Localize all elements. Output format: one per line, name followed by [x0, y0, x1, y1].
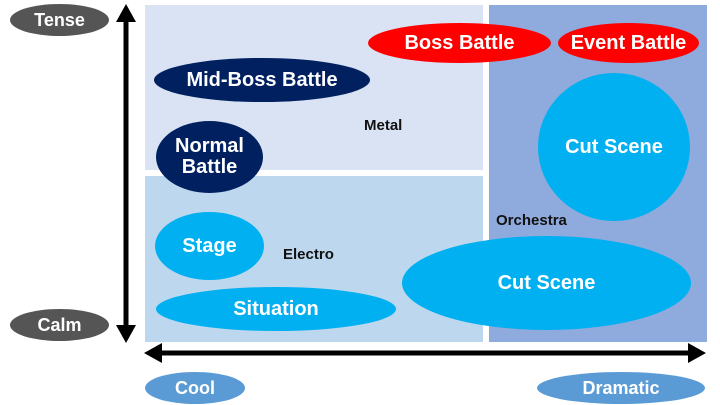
situation-label: Situation — [233, 297, 319, 320]
horizontal-arrow-head-left — [144, 343, 162, 363]
cut-scene-lower-label: Cut Scene — [497, 271, 596, 294]
cut-scene-lower-ellipse: Cut Scene — [402, 236, 691, 330]
event-battle-label: Event Battle — [570, 31, 687, 54]
event-battle-ellipse: Event Battle — [558, 23, 699, 63]
metal-genre-label: Metal — [364, 117, 403, 134]
cut-scene-upper-ellipse: Cut Scene — [538, 73, 690, 221]
orchestra-genre-label: Orchestra — [496, 212, 567, 229]
tense-label: Tense — [10, 4, 109, 36]
vertical-arrow-head-top — [116, 4, 136, 22]
horizontal-arrow-head-right — [688, 343, 706, 363]
calm-label: Calm — [10, 309, 109, 341]
stage-ellipse: Stage — [155, 212, 264, 280]
boss-battle-ellipse: Boss Battle — [368, 23, 551, 63]
electro-genre-label: Electro — [283, 246, 334, 263]
cool-label: Cool — [145, 372, 245, 404]
normal-battle-label-line2: Battle — [181, 156, 238, 178]
normal-battle-label-line1: Normal — [175, 135, 244, 157]
mid-boss-battle-label: Mid-Boss Battle — [186, 68, 338, 91]
mid-boss-battle-ellipse: Mid-Boss Battle — [154, 58, 370, 102]
situation-ellipse: Situation — [156, 287, 396, 331]
boss-battle-label: Boss Battle — [404, 31, 515, 54]
cut-scene-upper-label: Cut Scene — [565, 135, 663, 158]
vertical-arrow-head-bottom — [116, 325, 136, 343]
dramatic-label: Dramatic — [537, 372, 705, 404]
stage-label: Stage — [182, 234, 237, 257]
normal-battle-ellipse: Normal Battle — [156, 121, 263, 193]
